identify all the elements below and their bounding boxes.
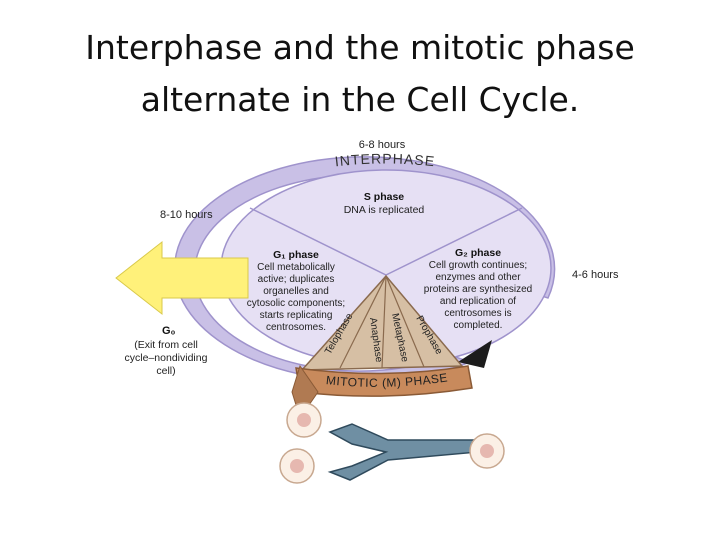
g0-exit-arrow: [115, 240, 249, 316]
duration-s: 6-8 hours: [359, 139, 406, 151]
ring-arrowhead-right: [458, 340, 492, 368]
title-line-2: alternate in the Cell Cycle.: [140, 80, 580, 119]
g2-phase-title: G₂ phase: [455, 247, 501, 259]
g0-line: (Exit from cell: [134, 339, 198, 351]
duration-g2: 4-6 hours: [572, 269, 619, 281]
g1-phase-title: G₁ phase: [273, 249, 319, 261]
wedge-line-2: [381, 275, 387, 369]
g2-phase-line: and replication of: [440, 296, 516, 307]
g2-phase-line: completed.: [454, 320, 503, 331]
wedge-line-1: [339, 275, 387, 369]
cell-bottom: [279, 448, 315, 484]
interphase-label: INTERPHASE: [334, 150, 436, 169]
divider-g1-s: [249, 207, 387, 276]
s-phase-title: S phase: [364, 191, 404, 203]
mitotic-band: [295, 365, 473, 397]
g0-line: cycle–nondividing: [125, 352, 208, 364]
g1-phase-line: Cell metabolically: [257, 262, 335, 273]
cell-top: [286, 402, 322, 438]
g2-phase-line: enzymes and other: [435, 272, 521, 283]
interphase-ring-outer: [173, 156, 556, 382]
duration-g1: 8-10 hours: [160, 209, 213, 221]
wedge-line-3: [385, 275, 425, 368]
cell-parent: [469, 433, 505, 469]
g2-phase-line: Cell growth continues;: [429, 260, 527, 271]
slide-title: Interphase and the mitotic phase alterna…: [0, 22, 720, 126]
g2-phase-line: proteins are synthesized: [424, 284, 532, 295]
g0-title: G₀: [162, 325, 176, 337]
title-line-1: Interphase and the mitotic phase: [85, 28, 635, 67]
s-phase-text: DNA is replicated: [344, 204, 425, 216]
g1-phase-line: starts replicating: [260, 310, 333, 321]
g1-phase-line: centrosomes.: [266, 322, 326, 333]
divider-s-g2: [385, 207, 523, 276]
g1-phase-line: cytosolic components;: [247, 298, 345, 309]
g0-line: cell): [156, 365, 175, 377]
g2-phase-line: centrosomes is: [444, 308, 511, 319]
g1-phase-line: organelles and: [263, 286, 329, 297]
division-arrow: [327, 423, 479, 481]
g1-phase-line: active; duplicates: [258, 274, 335, 285]
